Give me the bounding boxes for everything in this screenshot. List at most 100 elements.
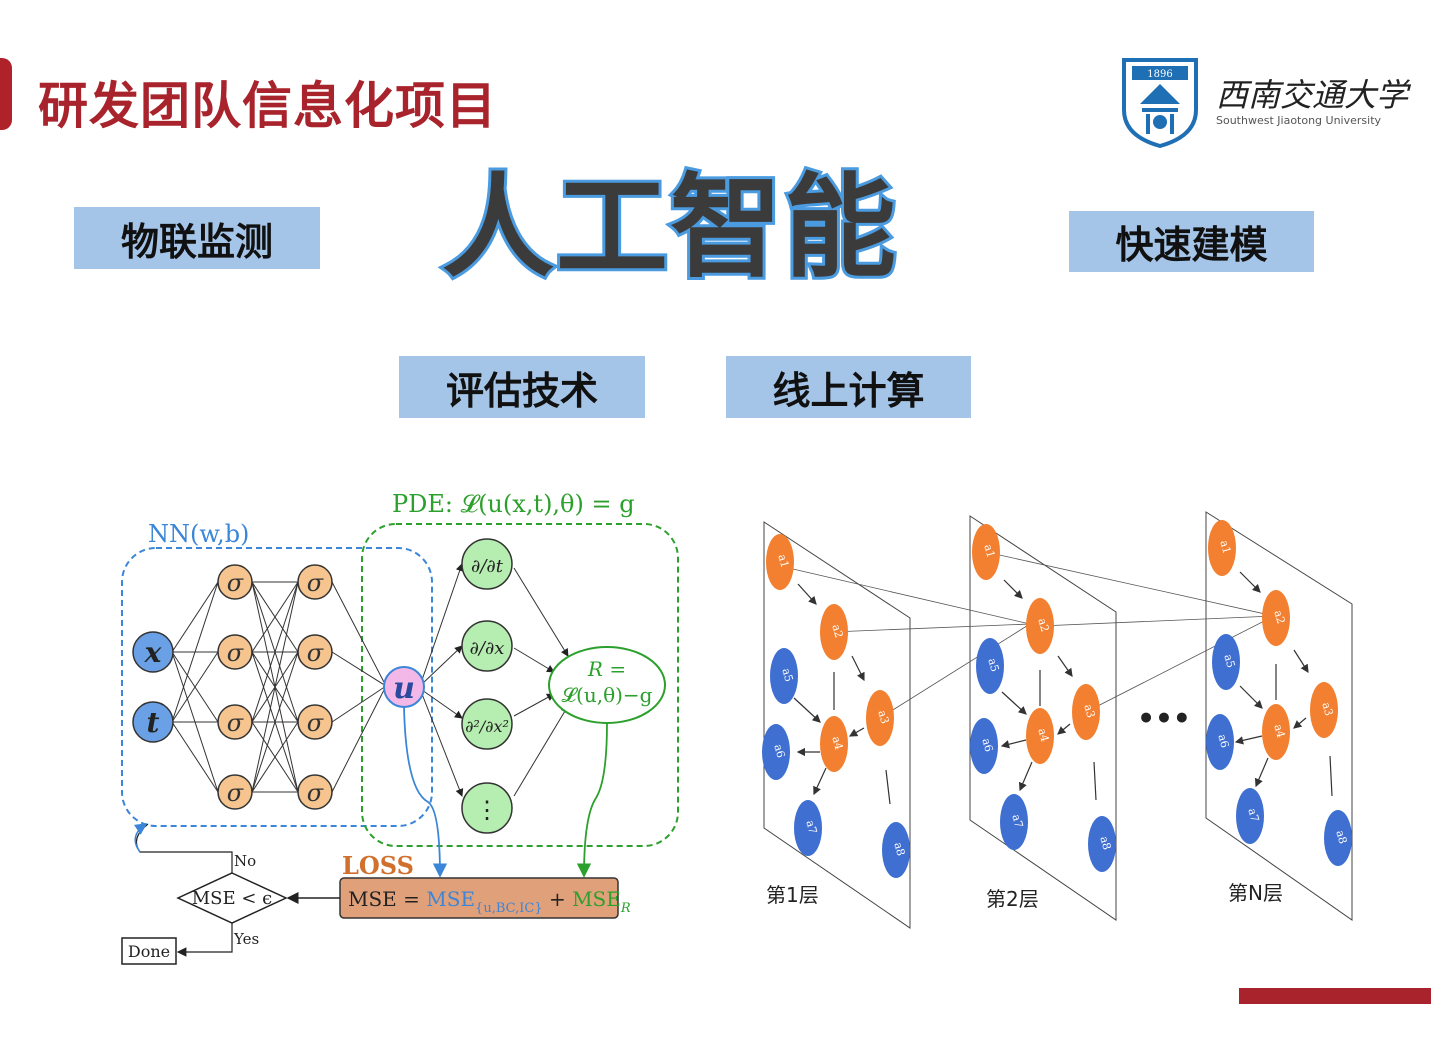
tag-iot-monitoring: 物联监测 xyxy=(74,207,320,269)
footer-accent-bar xyxy=(1239,988,1431,1004)
svg-text:a1: a1 xyxy=(981,543,997,559)
hidden-layer-2: σ σ σ σ xyxy=(297,564,333,810)
svg-text:a5: a5 xyxy=(985,657,1001,673)
deriv-x-label: ∂/∂x xyxy=(470,638,505,659)
graph-node xyxy=(972,524,1000,580)
input-t-label: t xyxy=(147,706,160,739)
intra-layer-edges xyxy=(793,571,1333,805)
yes-arrow xyxy=(176,923,233,957)
svg-text:a2: a2 xyxy=(829,623,845,639)
layers-ellipsis: ••• xyxy=(1137,702,1191,735)
svg-text:a1: a1 xyxy=(1217,539,1233,555)
sigma-label: σ xyxy=(307,709,324,737)
svg-text:a5: a5 xyxy=(1221,653,1237,669)
svg-text:a6: a6 xyxy=(771,743,787,759)
svg-text:a2: a2 xyxy=(1035,617,1051,633)
residual-to-loss-arrow xyxy=(576,722,608,878)
graph-node xyxy=(1088,816,1116,872)
loss-title: LOSS xyxy=(342,851,414,880)
graph-node xyxy=(762,724,790,780)
output-u-label: u xyxy=(393,671,415,706)
svg-text:a7: a7 xyxy=(1245,807,1261,823)
headline-graphic: 人工智能 xyxy=(439,160,899,288)
svg-text:a3: a3 xyxy=(875,709,891,725)
logo-english-name: Southwest Jiaotong University xyxy=(1216,114,1382,127)
headline-text: 人工智能 xyxy=(442,163,898,288)
input-node-x xyxy=(132,631,174,673)
svg-text:a1: a1 xyxy=(775,553,791,569)
loss-formula: MSE = MSE{u,BC,IC} + MSER xyxy=(348,887,631,916)
graph-node xyxy=(1212,634,1240,690)
no-loop-arrow xyxy=(133,823,148,853)
graph-node xyxy=(866,690,894,746)
sigma-label: σ xyxy=(307,639,324,667)
tag-online-computing: 线上计算 xyxy=(726,356,971,418)
svg-text:a3: a3 xyxy=(1081,703,1097,719)
graph-node xyxy=(1310,682,1338,738)
graph-node xyxy=(1072,684,1100,740)
graph-node xyxy=(1262,704,1290,760)
nn-label: NN(w,b) xyxy=(148,520,249,548)
logo-chinese-name: 西南交通大学 xyxy=(1216,76,1409,114)
layer-n-nodes: a1 a2 a3 a4 a5 a6 a7 a8 xyxy=(1206,520,1352,866)
svg-text:a8: a8 xyxy=(891,841,907,857)
sigma-label: σ xyxy=(227,569,244,597)
done-box xyxy=(121,937,177,965)
svg-text:a7: a7 xyxy=(1009,813,1025,829)
page-title: 研发团队信息化项目 xyxy=(38,77,497,135)
deriv-t-label: ∂/∂t xyxy=(471,556,504,577)
svg-text:a8: a8 xyxy=(1097,835,1113,851)
seal-year: 1896 xyxy=(1147,69,1172,80)
yes-label: Yes xyxy=(233,930,259,948)
tag-assessment-tech: 评估技术 xyxy=(399,356,645,418)
hidden-layer-1: σ σ σ σ xyxy=(217,564,253,810)
cross-layer-edges xyxy=(779,551,1275,719)
sigma-label: σ xyxy=(227,639,244,667)
u-to-loss-arrow xyxy=(403,706,448,878)
svg-text:a6: a6 xyxy=(979,737,995,753)
layer-plane-n xyxy=(1205,511,1353,921)
graph-node xyxy=(1208,520,1236,576)
layered-graph-diagram: a1 a2 a3 a4 a5 a6 a7 a8 a1 a2 a3 a4 a5 a… xyxy=(762,511,1353,929)
svg-text:a8: a8 xyxy=(1333,829,1349,845)
graph-node xyxy=(1206,714,1234,770)
svg-text:a4: a4 xyxy=(1035,727,1051,743)
nn-box xyxy=(121,547,433,827)
pde-label: PDE: 𝓛(u(x,t),θ) = g xyxy=(392,490,635,518)
graph-node xyxy=(794,800,822,856)
graph-node xyxy=(1262,590,1290,646)
sigma-label: σ xyxy=(307,569,324,597)
layer-2-caption: 第2层 xyxy=(986,887,1039,911)
graph-node xyxy=(770,648,798,704)
nn-connections xyxy=(171,563,569,797)
graph-node xyxy=(1026,708,1054,764)
svg-text:a6: a6 xyxy=(1215,733,1231,749)
deriv-xx-label: ∂²/∂x² xyxy=(465,717,509,736)
layer-1-nodes: a1 a2 a3 a4 a5 a6 a7 a8 xyxy=(762,534,910,878)
deriv-more-label: ⋮ xyxy=(475,796,499,824)
svg-text:a4: a4 xyxy=(829,735,845,751)
graph-node xyxy=(1000,794,1028,850)
layer-plane-1 xyxy=(763,521,911,929)
svg-text:a4: a4 xyxy=(1271,723,1287,739)
input-x-label: x xyxy=(144,636,162,669)
pde-box xyxy=(361,523,679,847)
sigma-label: σ xyxy=(307,779,324,807)
svg-text:a2: a2 xyxy=(1271,609,1287,625)
no-label: No xyxy=(234,852,256,870)
graph-node xyxy=(1324,810,1352,866)
graph-node xyxy=(1026,598,1054,654)
graph-node xyxy=(766,534,794,590)
svg-text:a3: a3 xyxy=(1319,701,1335,717)
layer-n-caption: 第N层 xyxy=(1228,881,1283,905)
layer-2-nodes: a1 a2 a3 a4 a5 a6 a7 a8 xyxy=(970,524,1116,872)
layer-1-caption: 第1层 xyxy=(766,883,819,907)
svg-text:a7: a7 xyxy=(803,819,819,835)
layer-planes xyxy=(763,511,1353,929)
graph-node xyxy=(1236,788,1264,844)
tag-fast-modeling: 快速建模 xyxy=(1069,211,1314,272)
residual-line-1: R = xyxy=(587,657,626,681)
pinn-diagram: NN(w,b) PDE: 𝓛(u(x,t),θ) = g x t σ σ σ xyxy=(121,490,679,965)
graph-node xyxy=(970,718,998,774)
graph-node xyxy=(820,716,848,772)
